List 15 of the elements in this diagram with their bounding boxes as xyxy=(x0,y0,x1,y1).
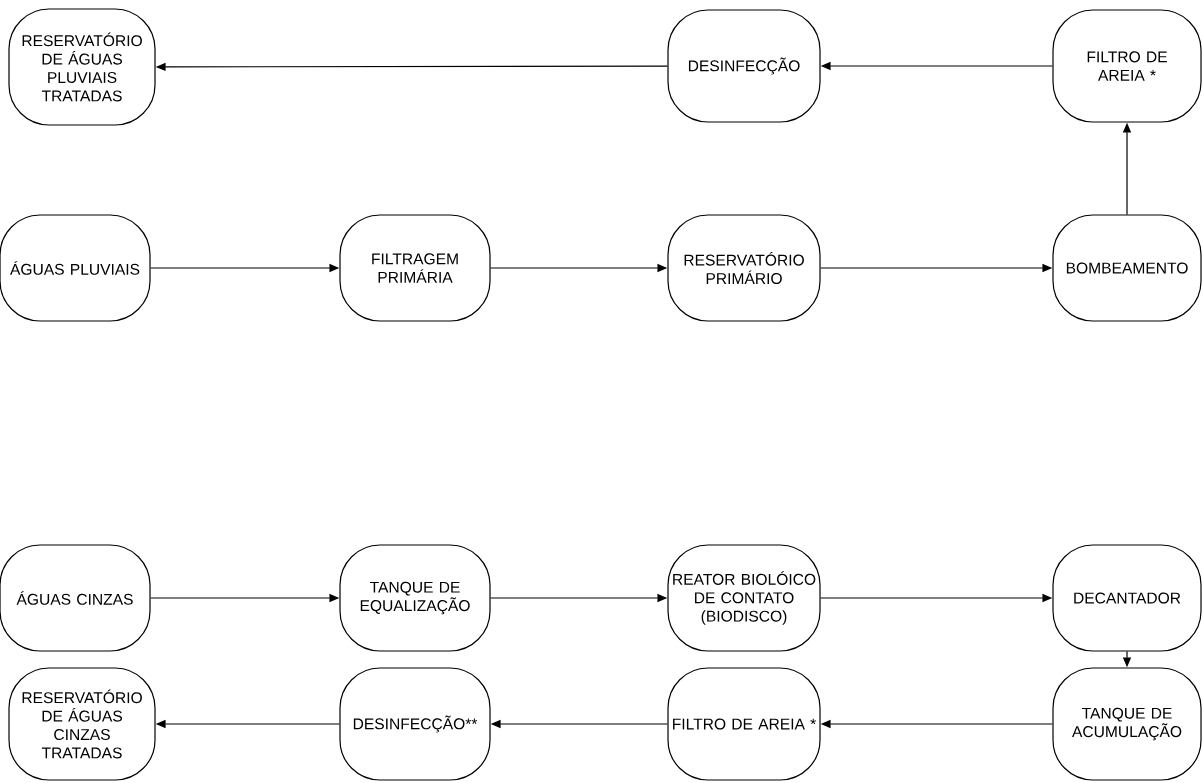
process-box: RESERVATÓRIO DE ÁGUAS CINZAS TRATADAS xyxy=(8,667,156,781)
process-box: DECANTADOR xyxy=(1052,544,1202,652)
process-box: RESERVATÓRIO DE ÁGUAS PLUVIAIS TRATADAS xyxy=(8,8,156,126)
process-box: FILTRO DE AREIA * xyxy=(667,667,821,781)
process-box: TANQUE DE ACUMULAÇÃO xyxy=(1052,667,1202,781)
process-box: DESINFECÇÃO** xyxy=(339,667,491,781)
process-box: FILTRAGEM PRIMÁRIA xyxy=(339,214,491,322)
process-box: TANQUE DE EQUALIZAÇÃO xyxy=(339,544,491,652)
process-box: FILTRO DE AREIA * xyxy=(1052,9,1202,123)
process-box: RESERVATÓRIO PRIMÁRIO xyxy=(667,214,821,322)
process-box: REATOR BIOLÓICO DE CONTATO (BIODISCO) xyxy=(667,544,821,652)
process-box: ÁGUAS CINZAS xyxy=(0,544,151,652)
process-box: DESINFECÇÃO xyxy=(667,9,821,123)
process-box: BOMBEAMENTO xyxy=(1052,214,1202,322)
process-box: ÁGUAS PLUVIAIS xyxy=(0,214,151,322)
